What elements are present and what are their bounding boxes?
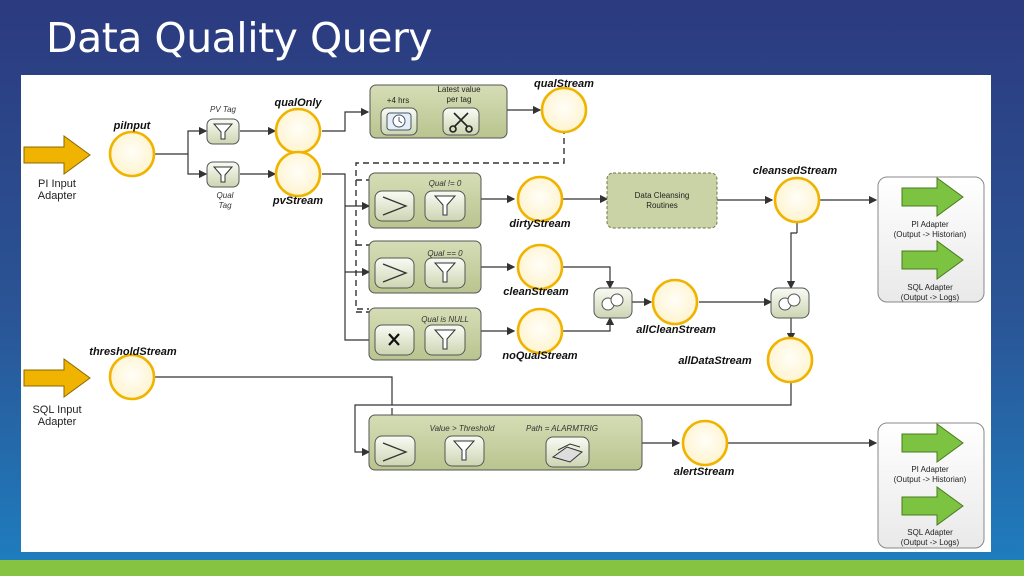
clean-condition: Qual == 0 bbox=[427, 249, 463, 258]
union-operator-allclean bbox=[593, 287, 633, 319]
pi-output-arrow-icon bbox=[901, 423, 964, 463]
data-cleansing-routines: Data Cleansing Routines bbox=[606, 172, 718, 229]
filter-icon bbox=[433, 262, 457, 283]
stream-node-dirtystream bbox=[516, 175, 564, 223]
close-icon bbox=[388, 333, 400, 346]
alarm-path-icon bbox=[551, 443, 584, 463]
sql-input-label-2: Adapter bbox=[38, 416, 77, 428]
stream-node-alertstream bbox=[681, 419, 729, 467]
latest-label-2: per tag bbox=[447, 95, 472, 104]
stream-node-thresholdstream bbox=[108, 353, 156, 401]
pv-tag-label: PV Tag bbox=[210, 105, 236, 114]
output-adapters-top: PI Adapter (Output -> Historian) SQL Ada… bbox=[877, 176, 985, 303]
stream-node-piinput bbox=[108, 130, 156, 178]
threshold-operator: Value > Threshold Path = ALARMTRIG bbox=[368, 414, 643, 471]
route-icon bbox=[382, 442, 408, 462]
stream-node-pvstream bbox=[274, 150, 322, 198]
filter-icon bbox=[433, 329, 457, 350]
noqual-filter-operator: Qual is NULL bbox=[368, 307, 482, 361]
stream-node-alldatastream bbox=[766, 336, 814, 384]
label-pvstream: pvStream bbox=[272, 195, 323, 207]
pi-input-arrow-icon bbox=[23, 135, 91, 175]
filter-icon bbox=[212, 166, 234, 183]
label-cleanstream: cleanStream bbox=[503, 286, 569, 298]
union-icon bbox=[778, 293, 801, 311]
dirty-condition: Qual != 0 bbox=[429, 179, 462, 188]
label-alldatastream: allDataStream bbox=[678, 355, 752, 367]
stream-node-qualonly bbox=[274, 107, 322, 155]
stream-node-noqualstream bbox=[516, 307, 564, 355]
out-bottom-sql-2: (Output -> Logs) bbox=[901, 538, 960, 547]
pi-input-label-1: PI Input bbox=[38, 178, 76, 190]
qual-tag-filter: Qual Tag bbox=[206, 161, 240, 210]
pi-input-label-2: Adapter bbox=[38, 190, 77, 202]
pv-tag-filter: PV Tag bbox=[206, 105, 240, 145]
pi-output-arrow-icon bbox=[901, 177, 964, 217]
stream-nodes bbox=[108, 86, 821, 467]
stream-node-allcleanstream bbox=[651, 278, 699, 326]
label-thresholdstream: thresholdStream bbox=[89, 346, 177, 358]
qual-tag-label-1: Qual bbox=[217, 191, 234, 200]
out-bottom-pi-1: PI Adapter bbox=[911, 465, 949, 474]
out-top-sql-1: SQL Adapter bbox=[907, 283, 953, 292]
hours-label: +4 hrs bbox=[387, 96, 409, 105]
filter-icon bbox=[212, 123, 234, 140]
threshold-condition: Value > Threshold bbox=[430, 424, 495, 433]
label-cleansedstream: cleansedStream bbox=[753, 165, 838, 177]
label-dirtystream: dirtyStream bbox=[509, 218, 570, 230]
dataflow-diagram: PI Input Adapter SQL Input Adapter piInp… bbox=[23, 78, 985, 549]
stream-node-cleansedstream bbox=[773, 176, 821, 224]
latest-label-1: Latest value bbox=[437, 85, 481, 94]
cleansing-label-1: Data Cleansing bbox=[635, 191, 690, 200]
diagram-canvas: PI Input Adapter SQL Input Adapter piInp… bbox=[21, 75, 991, 552]
sql-output-arrow-icon bbox=[901, 240, 964, 280]
path-condition: Path = ALARMTRIG bbox=[526, 424, 598, 433]
qual-tag-label-2: Tag bbox=[218, 201, 232, 210]
out-top-pi-2: (Output -> Historian) bbox=[894, 230, 967, 239]
label-piinput: piInput bbox=[113, 120, 152, 132]
bottom-accent-bar bbox=[0, 560, 1024, 576]
out-bottom-pi-2: (Output -> Historian) bbox=[894, 475, 967, 484]
connectors bbox=[155, 105, 878, 457]
out-top-sql-2: (Output -> Logs) bbox=[901, 293, 960, 302]
union-icon bbox=[601, 293, 624, 311]
pi-input-adapter: PI Input Adapter bbox=[23, 135, 91, 202]
latest-value-operator: +4 hrs Latest value per tag bbox=[369, 84, 508, 139]
dirty-filter-operator: Qual != 0 bbox=[368, 172, 482, 229]
out-bottom-sql-1: SQL Adapter bbox=[907, 528, 953, 537]
clean-filter-operator: Qual == 0 bbox=[368, 240, 482, 294]
route-icon bbox=[382, 263, 408, 283]
label-qualonly: qualOnly bbox=[274, 97, 322, 109]
noqual-condition: Qual is NULL bbox=[421, 315, 469, 324]
output-adapters-bottom: PI Adapter (Output -> Historian) SQL Ada… bbox=[877, 422, 985, 549]
label-allcleanstream: allCleanStream bbox=[636, 324, 716, 336]
route-icon bbox=[382, 196, 408, 216]
scissors-icon bbox=[449, 112, 473, 133]
label-alertstream: alertStream bbox=[674, 466, 735, 478]
filter-icon bbox=[452, 440, 476, 461]
sql-input-arrow-icon bbox=[23, 358, 91, 398]
out-top-pi-1: PI Adapter bbox=[911, 220, 949, 229]
stream-node-qualstream bbox=[540, 86, 588, 134]
sql-output-arrow-icon bbox=[901, 486, 964, 526]
union-operator-alldata bbox=[770, 287, 810, 319]
slide-title: Data Quality Query bbox=[46, 14, 433, 62]
sql-input-adapter: SQL Input Adapter bbox=[23, 358, 91, 428]
label-noqualstream: noQualStream bbox=[502, 350, 577, 362]
clock-icon bbox=[386, 112, 412, 131]
cleansing-label-2: Routines bbox=[646, 201, 678, 210]
stream-node-cleanstream bbox=[516, 243, 564, 291]
filter-icon bbox=[433, 195, 457, 216]
label-qualstream: qualStream bbox=[534, 78, 594, 90]
sql-input-label-1: SQL Input bbox=[32, 404, 81, 416]
